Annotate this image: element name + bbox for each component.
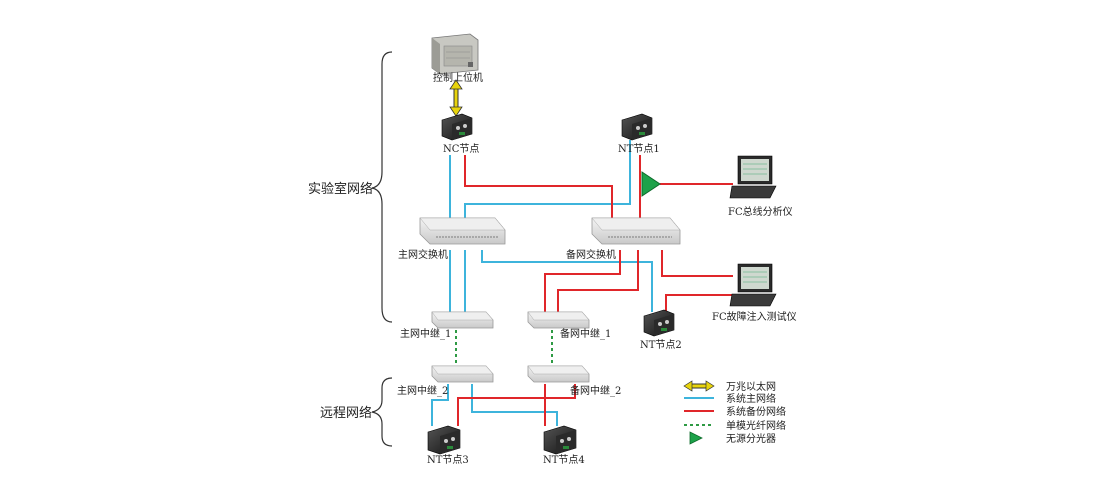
legend-label-backup: 系统备份网络 [726,405,786,418]
passive-splitter[interactable] [641,171,661,197]
nt-node1[interactable] [621,113,653,141]
backup-network-links [457,155,733,426]
backup-switch[interactable] [591,217,681,245]
nt-node3[interactable] [427,425,461,455]
main-switch[interactable] [419,217,506,245]
main-switch-label: 主网交换机 [398,248,448,261]
connections [431,79,733,426]
group-label-remote: 远程网络 [320,405,372,421]
legend: 万兆以太网 系统主网络 系统备份网络 单模光纤网络 无源分光器 [683,380,786,445]
legend-splitter-icon [689,431,703,445]
main-relay1-label: 主网中继_1 [400,327,451,340]
lab-brace [371,51,393,323]
legend-label-ethernet: 万兆以太网 [726,380,776,393]
nt-node4[interactable] [543,425,577,455]
remote-brace [371,377,393,447]
ethernet-link [449,79,463,117]
nc-node-label: NC节点 [443,143,479,155]
nt-node2-label: NT节点2 [640,339,682,351]
backup-relay1[interactable] [527,311,590,329]
host-pc[interactable] [431,33,479,75]
backup-relay2[interactable] [527,365,590,383]
main-relay2[interactable] [431,365,494,383]
fc-injector-label: FC故障注入测试仪 [712,310,797,323]
fc-analyzer[interactable] [729,155,777,199]
main-network-links [431,140,653,426]
backup-relay1-label: 备网中继_1 [560,327,611,340]
legend-label-fiber: 单模光纤网络 [726,419,786,432]
host-label: 控制上位机 [433,71,483,84]
legend-label-splitter: 无源分光器 [726,432,776,445]
legend-label-main: 系统主网络 [726,392,776,405]
nt-node3-label: NT节点3 [427,454,469,466]
fc-injector[interactable] [729,263,777,307]
legend-ethernet-icon [683,380,715,392]
nc-node[interactable] [441,113,473,141]
nt-node2[interactable] [643,309,675,337]
nt-node4-label: NT节点4 [543,454,585,466]
backup-switch-label: 备网交换机 [566,248,616,261]
fc-analyzer-label: FC总线分析仪 [728,205,793,218]
main-relay2-label: 主网中继_2 [397,384,448,397]
main-relay1[interactable] [431,311,494,329]
nt-node1-label: NT节点1 [618,143,660,155]
group-label-lab: 实验室网络 [308,181,373,197]
fiber-links [455,330,553,366]
backup-relay2-label: 备网中继_2 [570,384,621,397]
